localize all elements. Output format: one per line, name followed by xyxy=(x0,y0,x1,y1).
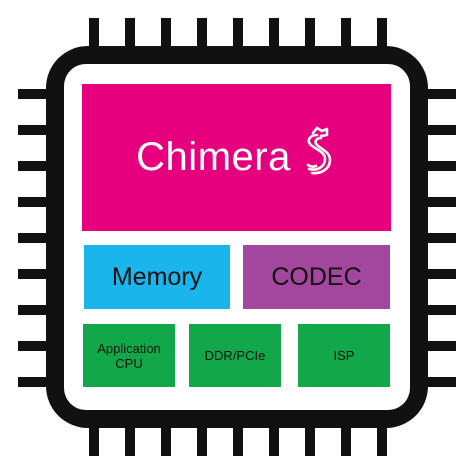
codec-block: CODEC xyxy=(243,245,390,309)
serpent-s-logo-icon xyxy=(306,126,332,174)
chip-pin-right xyxy=(422,197,456,207)
chip-pin-top xyxy=(197,18,207,52)
chip-pin-left xyxy=(18,377,52,387)
chip-pin-top xyxy=(233,18,243,52)
brand-name: Chimera xyxy=(136,135,291,179)
chip-pin-left xyxy=(18,233,52,243)
isp-block: ISP xyxy=(298,324,390,387)
chip-pin-right xyxy=(422,89,456,99)
chip-pin-bottom xyxy=(341,422,351,456)
chip-pin-right xyxy=(422,377,456,387)
chip-pin-bottom xyxy=(233,422,243,456)
chip-pin-bottom xyxy=(125,422,135,456)
chip-pin-bottom xyxy=(269,422,279,456)
chip-pin-right xyxy=(422,305,456,315)
ddr-pcie-block: DDR/PCIe xyxy=(189,324,281,387)
main-block: Chimera xyxy=(82,84,391,231)
chip-pin-left xyxy=(18,341,52,351)
memory-block: Memory xyxy=(84,245,230,309)
chip-pin-left xyxy=(18,161,52,171)
chip-pin-right xyxy=(422,341,456,351)
chip-pin-top xyxy=(305,18,315,52)
chip-pin-top xyxy=(377,18,387,52)
chip-pin-bottom xyxy=(305,422,315,456)
application-cpu-label: Application CPU xyxy=(97,340,161,371)
chip-pin-right xyxy=(422,161,456,171)
chip-pin-right xyxy=(422,125,456,135)
chip-pin-right xyxy=(422,269,456,279)
brand: Chimera xyxy=(136,126,337,181)
chip-pin-top xyxy=(89,18,99,52)
isp-label: ISP xyxy=(333,348,355,363)
chip-pin-left xyxy=(18,197,52,207)
chip-pin-top xyxy=(269,18,279,52)
chip-pin-left xyxy=(18,125,52,135)
memory-label: Memory xyxy=(111,262,203,291)
chip-pin-left xyxy=(18,269,52,279)
ddr-pcie-label: DDR/PCIe xyxy=(204,348,266,363)
chip-pin-top xyxy=(125,18,135,52)
codec-label: CODEC xyxy=(271,262,362,291)
chip-pin-right xyxy=(422,233,456,243)
chip-pin-left xyxy=(18,305,52,315)
chip-pin-top xyxy=(341,18,351,52)
chip-pin-bottom xyxy=(197,422,207,456)
chip-pin-bottom xyxy=(89,422,99,456)
chip-pin-top xyxy=(161,18,171,52)
chip-pin-left xyxy=(18,89,52,99)
chip-pin-bottom xyxy=(161,422,171,456)
application-cpu-block: Application CPU xyxy=(83,324,175,387)
chip-pin-bottom xyxy=(377,422,387,456)
